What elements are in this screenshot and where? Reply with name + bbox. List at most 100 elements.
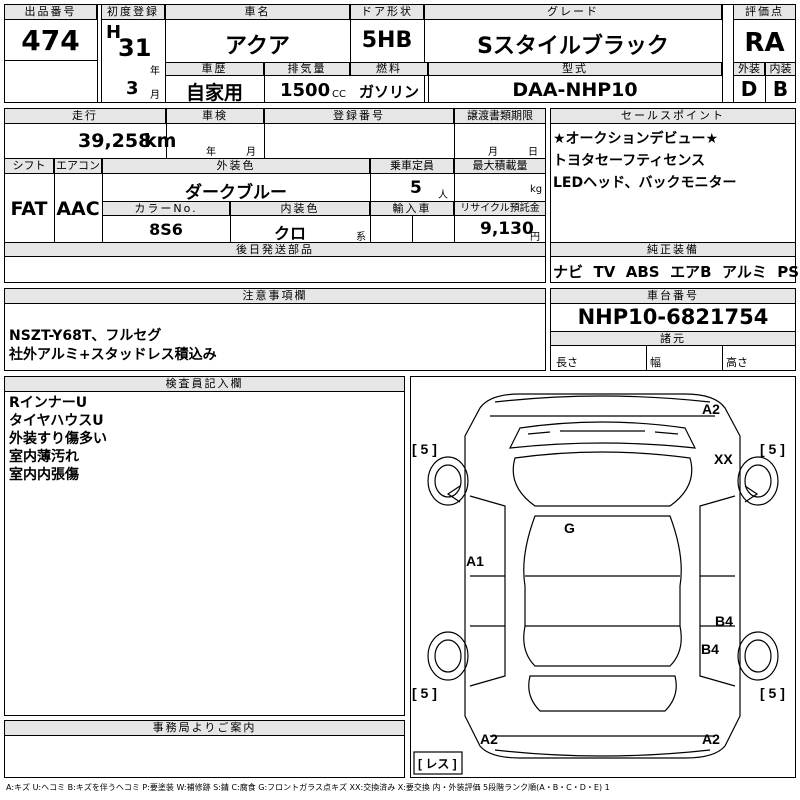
- year-unit: 年: [150, 66, 160, 77]
- note-line: NSZT-Y68T、フルセグ: [9, 328, 162, 344]
- car-name: アクア: [225, 34, 290, 59]
- equipment-item: TV: [593, 263, 616, 281]
- color-no-header: カラーNo.: [102, 201, 230, 216]
- door-type: 5HB: [361, 28, 413, 53]
- lot-no: 474: [21, 24, 80, 57]
- width-label: 幅: [650, 356, 661, 369]
- car-name-header: 車名: [165, 4, 350, 20]
- equipment-item: アルミ: [721, 263, 767, 281]
- kei-unit: 系: [356, 232, 366, 243]
- score-header: 評価点: [733, 4, 796, 20]
- transfer-header: 譲渡書類期限: [454, 108, 546, 124]
- interior-header: 内装: [765, 62, 796, 76]
- height-label: 高さ: [726, 356, 748, 369]
- inspector-note: RインナーU: [9, 395, 88, 411]
- model-code: DAA-NHP10: [512, 79, 638, 101]
- divider: [54, 158, 55, 242]
- divider: [722, 4, 723, 103]
- mark-b4-a: B4: [715, 613, 733, 629]
- tire-tr: [ 5 ]: [760, 441, 785, 457]
- model-header: 型式: [428, 62, 722, 76]
- divider: [230, 201, 231, 242]
- mark-b4-b: B4: [701, 641, 719, 657]
- capacity: 5: [410, 178, 422, 198]
- divider: [722, 346, 723, 371]
- later-parts-header: 後日発送部品: [4, 242, 546, 257]
- transfer-day-unit: 日: [528, 147, 538, 158]
- divider: [97, 4, 98, 103]
- mark-a2-top: A2: [702, 401, 720, 417]
- exterior-header: 外装: [733, 62, 765, 76]
- mark-g: G: [564, 520, 575, 536]
- divider: [454, 158, 455, 242]
- persons-unit: 人: [438, 190, 448, 201]
- import-header: 輸入車: [370, 201, 454, 216]
- chassis-no: NHP10-6821754: [577, 305, 769, 329]
- divider: [765, 62, 766, 103]
- divider: [264, 62, 265, 103]
- fuel: ガソリン: [358, 83, 419, 101]
- inspection-header: 車検: [166, 108, 264, 124]
- equipment-item: エアB: [670, 263, 712, 281]
- grade: Sスタイルブラック: [477, 34, 669, 59]
- notes-header: 注意事項欄: [4, 288, 546, 304]
- interior-grade: B: [772, 77, 789, 101]
- equipment-item: PS: [777, 263, 800, 281]
- sales-point-item: ★オークションデビュー★: [553, 131, 719, 147]
- sales-point-item: トヨタセーフティセンス: [553, 153, 706, 169]
- reg-month: 3: [126, 78, 139, 99]
- int-color-header: 内装色: [230, 201, 370, 216]
- divider: [412, 216, 413, 242]
- divider: [733, 4, 734, 103]
- divider: [165, 4, 166, 103]
- reg-era: H: [106, 22, 122, 43]
- displacement: 1500: [280, 80, 331, 101]
- mark-a2-br: A2: [702, 731, 720, 747]
- equipment-item: ABS: [625, 263, 660, 281]
- inspector-note: 室内内張傷: [9, 467, 79, 483]
- reg-no-header: 登録番号: [264, 108, 454, 124]
- history-header: 車歴: [165, 62, 264, 76]
- inspector-note: タイヤハウスU: [9, 413, 104, 429]
- diagram-frame: [410, 376, 796, 778]
- mileage-header: 走行: [4, 108, 166, 124]
- car-diagram: A2 XX G A1 B4 B4 A2 A2 [ 5 ] [ 5 ] [ 5 ]…: [412, 393, 785, 775]
- aircon-header: エアコン: [54, 158, 102, 174]
- divider: [424, 4, 425, 103]
- equipment-item: ナビ: [553, 263, 584, 281]
- length-label: 長さ: [556, 356, 578, 369]
- inspector-note: 外装すり傷多い: [9, 431, 107, 447]
- displacement-header: 排気量: [264, 62, 350, 76]
- mark-a1: A1: [466, 553, 484, 569]
- insp-year-unit: 年: [206, 147, 216, 158]
- divider: [166, 108, 167, 158]
- capacity-header: 乗車定員: [370, 158, 454, 174]
- recycle-header: リサイクル預託金: [454, 201, 546, 216]
- equipment-row: ナビ TV ABS エアB アルミ PS PW: [553, 261, 800, 282]
- chassis-header: 車台番号: [550, 288, 796, 304]
- color-no: 8S6: [149, 220, 183, 239]
- divider: [454, 108, 455, 158]
- ext-color: ダークブルー: [185, 183, 287, 203]
- divider: [264, 108, 265, 158]
- exterior-grade: D: [740, 77, 758, 101]
- lot-no-header: 出品番号: [4, 4, 97, 20]
- aircon: AAC: [56, 198, 100, 220]
- score: RA: [744, 28, 785, 58]
- divider: [101, 4, 102, 103]
- cc-unit: CC: [332, 89, 346, 100]
- mark-a2-bl: A2: [480, 731, 498, 747]
- divider: [4, 60, 97, 61]
- spare-tire: [ レス ]: [418, 757, 457, 771]
- insp-month-unit: 月: [246, 147, 256, 158]
- kg-unit: kg: [530, 184, 543, 195]
- divider: [102, 158, 103, 242]
- ext-color-header: 外装色: [102, 158, 370, 174]
- recycle: 9,130: [480, 219, 534, 239]
- first-reg-header: 初度登録: [101, 4, 165, 20]
- transfer-month-unit: 月: [488, 147, 498, 158]
- specs-header: 諸元: [550, 331, 796, 346]
- shift: FAT: [10, 198, 48, 220]
- inspector-note: 室内薄汚れ: [9, 449, 79, 465]
- office-header: 事務局よりご案内: [4, 720, 405, 736]
